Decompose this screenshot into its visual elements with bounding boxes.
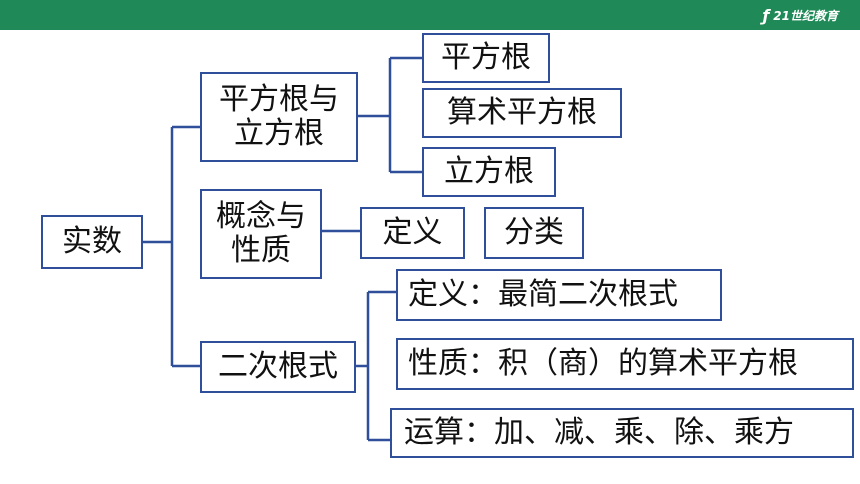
leaf-node-square-root: 平方根 (422, 33, 550, 83)
leaf-node-label: 算术平方根 (447, 95, 597, 130)
logo-text: 21世纪教育 (773, 8, 838, 23)
branch-node-label-line2: 性质 (231, 233, 291, 268)
brand-logo: ƒ 21世纪教育 (762, 4, 838, 26)
leaf-node-label: 分类 (504, 215, 564, 250)
branch-node-label-line2: 立方根 (234, 116, 324, 151)
leaf-node-radical-operations: 运算：加、减、乘、除、乘方 (390, 408, 854, 458)
leaf-node-label: 定义：最简二次根式 (408, 277, 678, 312)
branch-node-label-line1: 概念与 (216, 199, 306, 234)
leaf-node-label: 性质：积（商）的算术平方根 (408, 346, 798, 381)
leaf-node-label: 平方根 (441, 40, 531, 75)
leaf-node-label: 立方根 (444, 154, 534, 189)
leaf-node-label: 运算：加、减、乘、除、乘方 (404, 415, 794, 450)
branch-node-label: 二次根式 (218, 349, 338, 384)
leaf-node-radical-properties: 性质：积（商）的算术平方根 (396, 338, 854, 390)
root-node-label: 实数 (62, 224, 122, 259)
leaf-node-classification: 分类 (484, 207, 584, 259)
leaf-node-definition: 定义 (360, 207, 465, 259)
branch-node-quadratic-radicals: 二次根式 (200, 341, 356, 393)
leaf-node-radical-definition: 定义：最简二次根式 (396, 269, 722, 321)
leaf-node-label: 定义 (382, 215, 443, 250)
leaf-node-arithmetic-square-root: 算术平方根 (422, 88, 622, 138)
branch-node-concept-properties: 概念与 性质 (200, 189, 322, 279)
root-node: 实数 (41, 215, 143, 269)
leaf-node-cube-root: 立方根 (422, 147, 556, 197)
branch-node-label-line1: 平方根与 (219, 82, 339, 117)
header-bar: ƒ 21世纪教育 (0, 0, 860, 30)
branch-node-square-cube-roots: 平方根与 立方根 (200, 72, 358, 162)
runner-logo-icon: ƒ (762, 5, 770, 25)
